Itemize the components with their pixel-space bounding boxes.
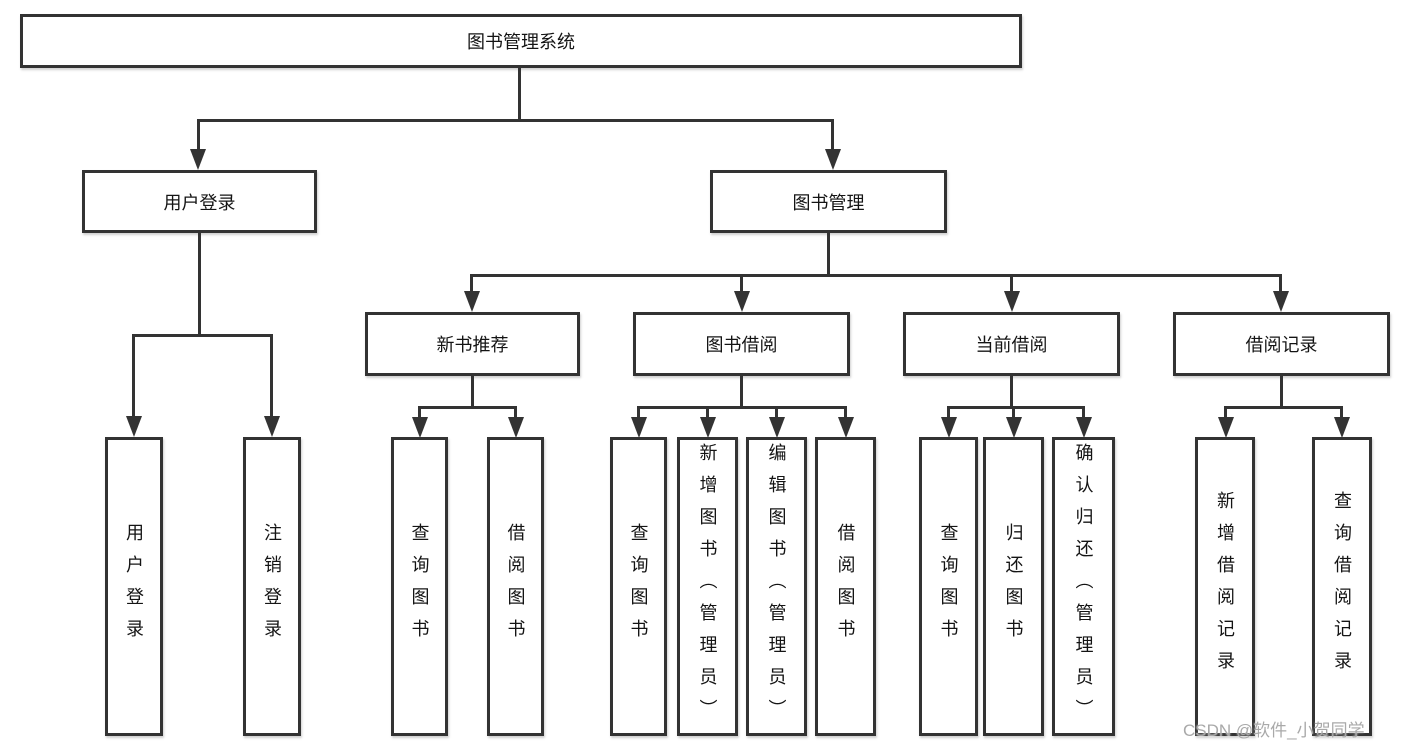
connector-line	[637, 406, 847, 409]
node-label: 借阅图书	[835, 522, 856, 651]
node-label: 用户登录	[163, 192, 236, 213]
arrow-down-icon	[1004, 291, 1020, 312]
leaf-add-books-admin: 新增图书（管理员）	[677, 437, 738, 736]
arrow-down-icon	[734, 291, 750, 312]
leaf-add-borrow-record: 新增借阅记录	[1195, 437, 1255, 736]
connector-line	[1010, 274, 1013, 292]
connector-line	[197, 119, 834, 122]
leaf-edit-books-admin: 编辑图书（管理员）	[746, 437, 807, 736]
leaf-query-books-current: 查询图书	[919, 437, 978, 736]
node-book-borrow: 图书借阅	[633, 312, 850, 376]
arrow-down-icon	[1218, 417, 1234, 438]
arrow-down-icon	[1273, 291, 1289, 312]
node-label: 借阅图书	[505, 522, 526, 651]
leaf-query-books-borrow: 查询图书	[610, 437, 667, 736]
connector-line	[132, 334, 273, 337]
arrow-down-icon	[1334, 417, 1350, 438]
connector-line	[132, 334, 135, 418]
node-current-borrow: 当前借阅	[903, 312, 1120, 376]
arrow-down-icon	[508, 417, 524, 438]
connector-line	[518, 68, 521, 121]
arrow-down-icon	[1006, 417, 1022, 438]
node-label: 查询图书	[628, 522, 649, 651]
leaf-logout: 注销登录	[243, 437, 301, 736]
connector-line	[947, 406, 1084, 409]
node-label: 当前借阅	[975, 335, 1048, 355]
node-label: 编辑图书（管理员）	[766, 442, 787, 731]
node-library-system: 图书管理系统	[20, 14, 1022, 68]
arrow-down-icon	[412, 417, 428, 438]
connector-line	[740, 274, 743, 292]
arrow-down-icon	[700, 417, 716, 438]
node-label: 用户登录	[124, 522, 144, 651]
connector-line	[418, 406, 421, 419]
connector-line	[470, 274, 1282, 277]
connector-line	[418, 406, 517, 409]
node-label: 新书推荐	[436, 335, 509, 355]
leaf-query-borrow-record: 查询借阅记录	[1312, 437, 1372, 736]
connector-line	[1279, 274, 1282, 292]
connector-line	[831, 119, 834, 152]
node-label: 图书管理	[792, 192, 865, 213]
node-user-login: 用户登录	[82, 170, 317, 233]
connector-line	[471, 376, 474, 409]
connector-line	[1082, 406, 1085, 419]
leaf-confirm-return-admin: 确认归还（管理员）	[1052, 437, 1115, 736]
arrow-down-icon	[1076, 417, 1092, 438]
node-label: 查询图书	[938, 522, 959, 651]
connector-line	[1224, 406, 1227, 419]
connector-line	[1340, 406, 1343, 419]
arrow-down-icon	[769, 417, 785, 438]
connector-line	[1010, 376, 1013, 409]
leaf-borrow-books: 借阅图书	[815, 437, 876, 736]
connector-line	[844, 406, 847, 419]
node-label: 确认归还（管理员）	[1073, 442, 1094, 731]
connector-line	[775, 406, 778, 419]
leaf-return-books: 归还图书	[983, 437, 1044, 736]
arrow-down-icon	[264, 416, 280, 437]
connector-line	[197, 119, 200, 152]
arrow-down-icon	[190, 149, 206, 170]
node-label: 借阅记录	[1245, 335, 1318, 355]
arrow-down-icon	[941, 417, 957, 438]
node-label: 查询借阅记录	[1332, 490, 1352, 683]
arrow-down-icon	[838, 417, 854, 438]
connector-line	[514, 406, 517, 419]
node-label: 注销登录	[262, 522, 282, 651]
connector-line	[637, 406, 640, 419]
connector-line	[198, 233, 201, 337]
leaf-query-books-recommend: 查询图书	[391, 437, 448, 736]
connector-line	[1012, 406, 1015, 419]
arrow-down-icon	[126, 416, 142, 437]
connector-line	[470, 274, 473, 292]
arrow-down-icon	[464, 291, 480, 312]
connector-line	[270, 334, 273, 418]
node-borrow-records: 借阅记录	[1173, 312, 1390, 376]
connector-line	[1224, 406, 1343, 409]
arrow-down-icon	[631, 417, 647, 438]
csdn-watermark: CSDN @软件_小贺同学	[1183, 721, 1365, 740]
node-label: 新增借阅记录	[1215, 490, 1235, 683]
node-label: 归还图书	[1003, 522, 1024, 651]
node-new-book-recommend: 新书推荐	[365, 312, 580, 376]
node-book-management: 图书管理	[710, 170, 947, 233]
node-label: 图书管理系统	[467, 32, 575, 52]
connector-line	[827, 233, 830, 276]
connector-line	[740, 376, 743, 409]
connector-line	[1280, 376, 1283, 409]
leaf-user-login: 用户登录	[105, 437, 163, 736]
connector-line	[947, 406, 950, 419]
node-label: 新增图书（管理员）	[697, 442, 718, 731]
connector-line	[706, 406, 709, 419]
node-label: 查询图书	[409, 522, 430, 651]
arrow-down-icon	[825, 149, 841, 170]
leaf-borrow-books-recommend: 借阅图书	[487, 437, 544, 736]
node-label: 图书借阅	[705, 335, 778, 355]
